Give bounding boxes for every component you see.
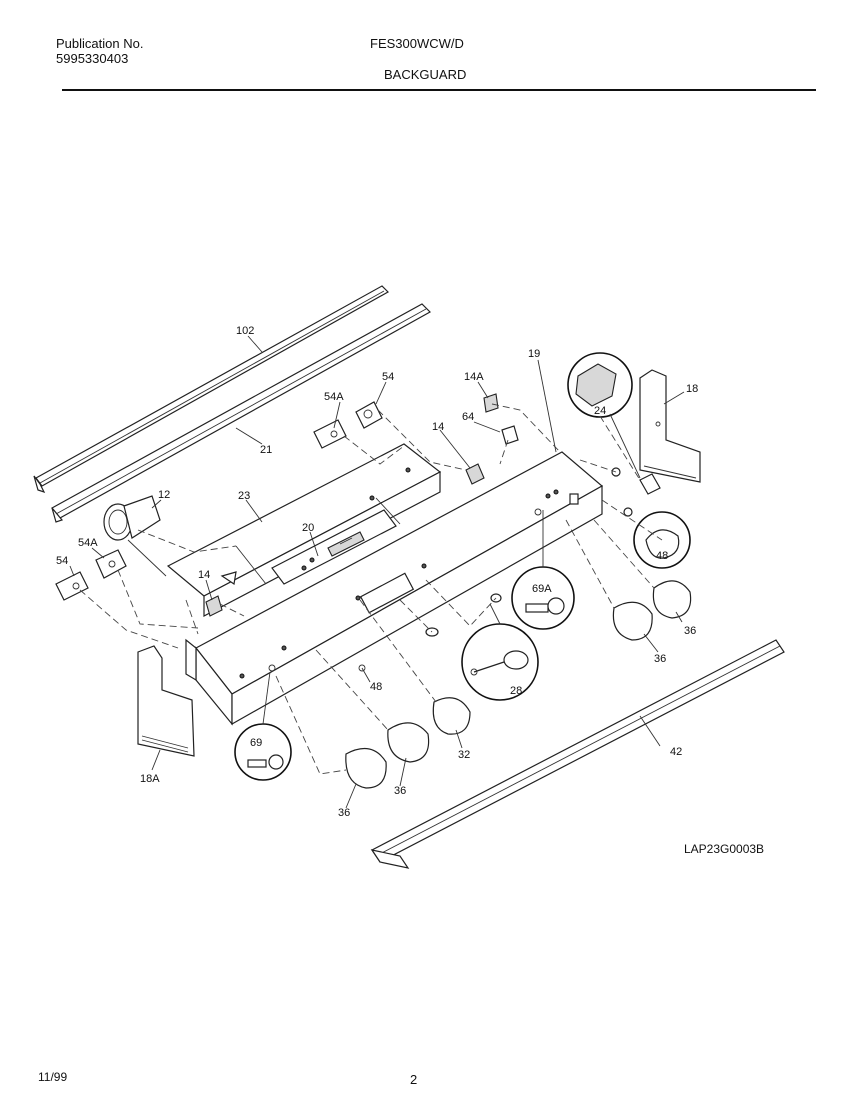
trim-strip-102 [33,285,389,494]
callout-23: 23 [238,490,250,502]
section-title: BACKGUARD [384,67,467,82]
lamp-socket-14-top [465,463,485,485]
end-bracket-18 [639,369,701,483]
callout-48-circle: 48 [656,550,668,562]
drawing-code: LAP23G0003B [684,842,765,856]
callout-19: 19 [528,348,540,360]
callout-32: 32 [458,749,470,761]
lens-64 [501,425,519,445]
detail-circle-69a [511,566,575,630]
callout-54-top: 54 [382,371,394,383]
switch-54a-top [313,419,347,449]
callout-54a-top: 54A [324,391,344,403]
page-number: 2 [410,1072,418,1087]
knob-32 [432,697,471,735]
callout-36-a: 36 [684,625,696,637]
publication-label: Publication No. [56,36,144,51]
switch-54-left [55,571,89,601]
callout-102: 102 [236,325,254,337]
callout-18: 18 [686,383,698,395]
leader-lines [69,335,685,809]
callout-69a: 69A [532,583,552,595]
knob-36-c [387,722,430,763]
end-bracket-18a [137,645,195,757]
detail-circle-28 [461,623,539,701]
knob-36-d [345,747,387,789]
callout-18a: 18A [140,773,160,785]
header-rule [62,89,816,91]
switch-54-top [355,401,383,429]
clock-20 [271,509,397,585]
assembly-lines [79,403,663,775]
callout-20: 20 [302,522,314,534]
footer-date: 11/99 [38,1070,68,1084]
publication-number: 5995330403 [56,51,129,66]
small-hardware [358,467,633,672]
callout-labels: 102 21 19 18 18A 24 14A 64 14 54 54A 12 … [56,325,698,819]
callout-64: 64 [462,411,474,423]
backguard-panel-19 [185,451,604,726]
callout-14-top: 14 [432,421,444,433]
callout-69: 69 [250,737,262,749]
callout-48-small: 48 [370,681,382,693]
switch-54a-left [95,549,127,579]
callout-54-left: 54 [56,555,68,567]
model-number: FES300WCW/D [370,36,464,51]
knob-36-b [612,601,653,641]
callout-36-c: 36 [394,785,406,797]
backguard-trim-21 [51,303,431,523]
callout-42: 42 [670,746,682,758]
callout-36-b: 36 [654,653,666,665]
callout-24: 24 [594,405,606,417]
detail-circle-69 [234,723,292,781]
callout-54a-left: 54A [78,537,98,549]
callout-28: 28 [510,685,522,697]
knob-36-a [652,580,692,619]
callout-14-left: 14 [198,569,210,581]
bottom-trim-42 [370,639,785,869]
detail-circle-24 [567,352,661,495]
callout-36-d: 36 [338,807,350,819]
callout-12: 12 [158,489,170,501]
lamp-socket-14-left [205,571,237,617]
callout-14a: 14A [464,371,484,383]
thermostat-12 [103,495,167,577]
lamp-14a [483,393,499,413]
callout-21: 21 [260,444,272,456]
